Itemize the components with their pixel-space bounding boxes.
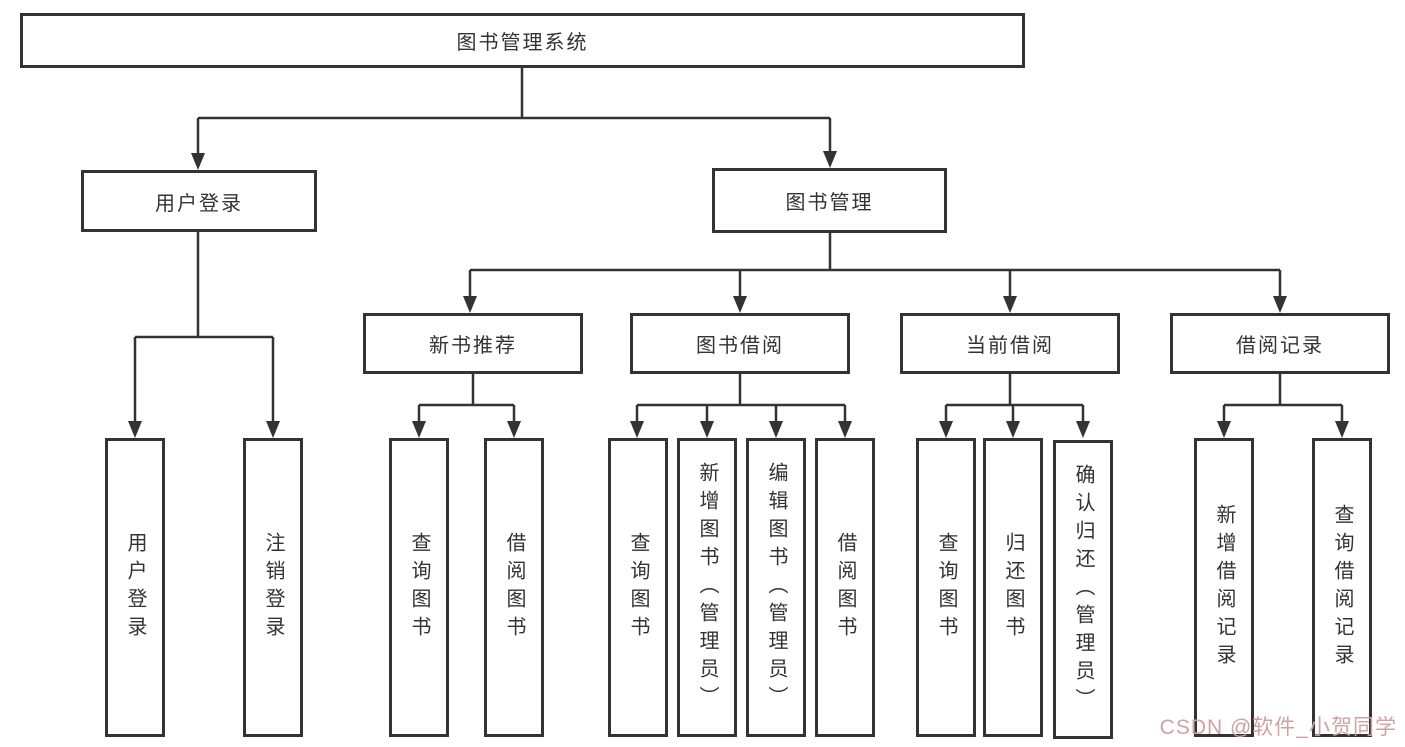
leaf-his-add-record-label: 新增借阅记录 [1213, 503, 1235, 672]
node-user-login-label: 用户登录 [155, 192, 243, 215]
node-book-manage-label: 图书管理 [785, 192, 874, 214]
leaf-cur-confirm-return-label: 确认归还（管理员） [1072, 463, 1094, 716]
arrowheads [128, 151, 1349, 438]
leaf-logout: 注销登录 [243, 438, 303, 737]
leaf-his-query-record-label: 查询借阅记录 [1331, 503, 1353, 672]
node-current-borrow-label: 当前借阅 [966, 335, 1054, 357]
node-current-borrow: 当前借阅 [900, 313, 1120, 374]
node-borrow-records: 借阅记录 [1170, 313, 1390, 374]
leaf-cur-confirm-return: 确认归还（管理员） [1053, 440, 1113, 739]
leaf-his-query-record: 查询借阅记录 [1312, 438, 1372, 737]
leaf-bor-add-book-label: 新增图书（管理员） [696, 461, 718, 714]
leaf-cur-query-book: 查询图书 [916, 438, 976, 737]
leaf-rec-query-book: 查询图书 [389, 438, 449, 737]
leaf-cur-return-book: 归还图书 [983, 438, 1043, 737]
leaf-bor-borrow-book-label: 借阅图书 [834, 531, 856, 644]
node-new-book-recommend-label: 新书推荐 [429, 335, 517, 357]
leaf-rec-borrow-book-label: 借阅图书 [503, 531, 525, 644]
node-root: 图书管理系统 [20, 13, 1025, 68]
node-book-borrow: 图书借阅 [630, 313, 850, 374]
leaf-logout-label: 注销登录 [262, 531, 284, 644]
leaf-bor-query-book-label: 查询图书 [627, 531, 649, 644]
leaf-bor-borrow-book: 借阅图书 [815, 438, 875, 737]
leaf-cur-query-book-label: 查询图书 [935, 531, 957, 644]
leaf-his-add-record: 新增借阅记录 [1194, 438, 1254, 737]
leaf-bor-edit-book-label: 编辑图书（管理员） [765, 461, 787, 714]
leaf-bor-add-book: 新增图书（管理员） [677, 438, 737, 737]
leaf-cur-return-book-label: 归还图书 [1002, 531, 1024, 644]
leaf-user-login: 用户登录 [105, 438, 165, 737]
node-book-borrow-label: 图书借阅 [696, 335, 784, 357]
leaf-rec-borrow-book: 借阅图书 [484, 438, 544, 737]
leaf-rec-query-book-label: 查询图书 [408, 531, 430, 644]
node-new-book-recommend: 新书推荐 [363, 313, 583, 374]
node-borrow-records-label: 借阅记录 [1236, 335, 1324, 357]
node-root-label: 图书管理系统 [456, 32, 589, 54]
node-book-manage: 图书管理 [712, 168, 947, 233]
leaf-user-login-label: 用户登录 [124, 531, 146, 644]
node-user-login: 用户登录 [81, 170, 317, 232]
leaf-bor-edit-book: 编辑图书（管理员） [746, 438, 806, 737]
leaf-bor-query-book: 查询图书 [608, 438, 668, 737]
csdn-watermark: CSDN @软件_小贺同学 [1159, 716, 1397, 739]
